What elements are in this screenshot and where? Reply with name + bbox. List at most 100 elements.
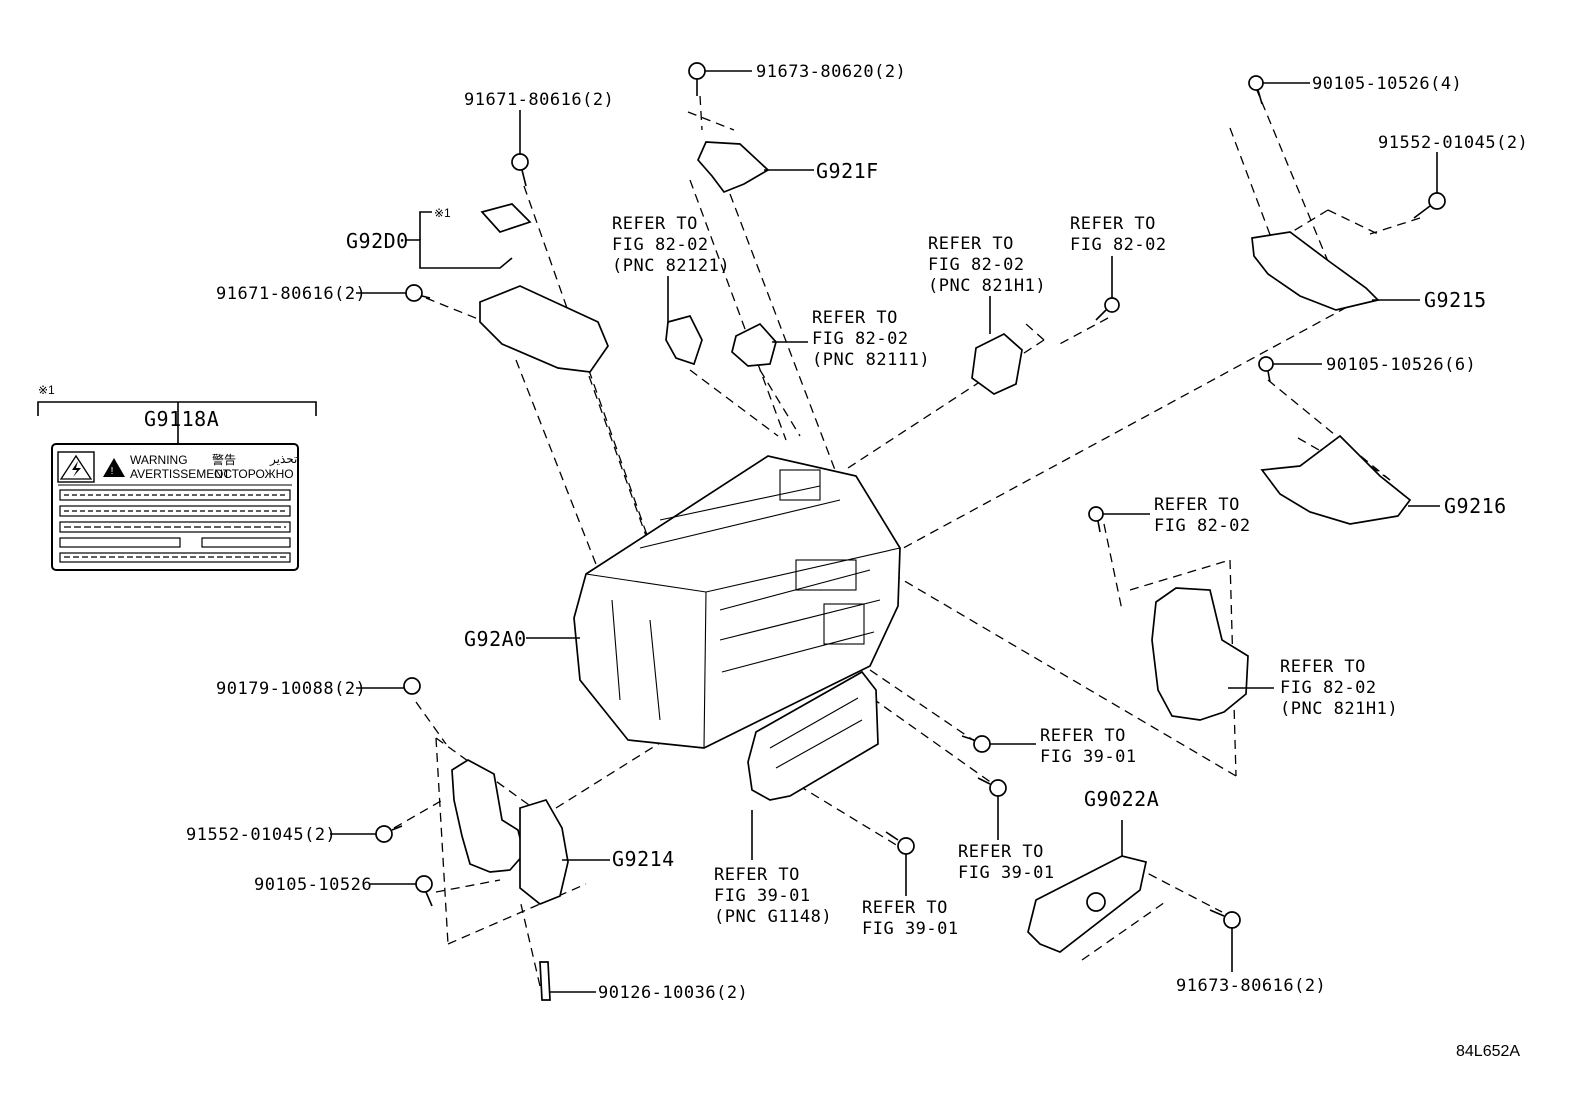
callout-labels: 91671-80616(2) 91673-80620(2) G921F 9010… [186, 62, 1528, 1003]
svg-text:!: ! [111, 466, 114, 477]
bracket-g9214 [451, 759, 525, 873]
callout-g92a0: G92A0 [464, 627, 527, 651]
junction-block-g1148 [747, 670, 879, 801]
callout-line: G92A0 [464, 627, 527, 651]
bracket-g921f [697, 141, 770, 194]
callout-g9215: G9215 [1424, 288, 1487, 312]
callout-line: (PNC G1148) [714, 907, 832, 927]
connector-821h1-top [971, 332, 1023, 395]
warning-triangle-icon [103, 458, 125, 477]
label-panel-code: G9118A [144, 407, 219, 431]
warning-text: WARNING [130, 453, 188, 467]
callout-line: 91552-01045(2) [186, 825, 336, 845]
note-mark: ※1 [38, 383, 55, 397]
callout-line: G921F [816, 159, 879, 183]
callout-line: REFER TO [714, 865, 800, 885]
callout-line: (PNC 82111) [812, 350, 930, 370]
arabic-text: تحذير [269, 452, 297, 466]
callout-line: 91552-01045(2) [1378, 133, 1528, 153]
callout-line: 90105-10526(4) [1312, 74, 1462, 94]
callout-g9214: G9214 [612, 847, 675, 871]
callout-line: FIG 82-02 [928, 255, 1025, 275]
callout-g9216: G9216 [1444, 494, 1507, 518]
callout-line: FIG 82-02 [1280, 678, 1377, 698]
callout-91673-80616-bottom: 91673-80616(2) [1176, 976, 1326, 996]
connector-82121 [665, 314, 703, 366]
callout-line: (PNC 821H1) [928, 276, 1046, 296]
callout-line: REFER TO [612, 214, 698, 234]
callout-line: 91673-80616(2) [1176, 976, 1326, 996]
callout-g921f: G921F [816, 159, 879, 183]
kanji-text: 警告 [212, 452, 236, 467]
callout-line: REFER TO [1070, 214, 1156, 234]
callout-line: 91673-80620(2) [756, 62, 906, 82]
callout-line: 90105-10526(6) [1326, 355, 1476, 375]
avertissement-text: AVERTISSEMENT [130, 467, 231, 481]
callout-g9022a: G9022A [1084, 787, 1159, 811]
callout-line: REFER TO [1154, 495, 1240, 515]
inverter-assembly-g92a0 [573, 455, 901, 749]
callout-line: 91671-80616(2) [464, 90, 614, 110]
bracket-g9216 [1260, 434, 1412, 525]
callout-line: FIG 39-01 [958, 863, 1055, 883]
callout-90105-10526: 90105-10526 [254, 875, 372, 895]
cover-g92d0 [479, 285, 609, 373]
callout-note-1: ※1 [434, 206, 451, 220]
callout-line: FIG 39-01 [862, 919, 959, 939]
callout-90105-10526-6: 90105-10526(6) [1326, 355, 1476, 375]
callout-g92d0: G92D0 [346, 229, 409, 253]
label-sticker [480, 203, 532, 233]
callout-line: (PNC 821H1) [1280, 699, 1398, 719]
connector-82111 [731, 322, 777, 367]
callout-line: REFER TO [862, 898, 948, 918]
callout-line: REFER TO [928, 234, 1014, 254]
module-821h1 [1151, 587, 1249, 721]
callout-line: 90179-10088(2) [216, 679, 366, 699]
leader-lines [330, 70, 1440, 993]
callout-line: REFER TO [958, 842, 1044, 862]
bracket-g9214-rear [519, 798, 569, 905]
cover-port [1086, 892, 1106, 912]
callout-line: FIG 82-02 [1154, 516, 1251, 536]
callout-91673-80620: 91673-80620(2) [756, 62, 906, 82]
callout-line: 90126-10036(2) [598, 983, 748, 1003]
callout-line: 91671-80616(2) [216, 284, 366, 304]
callout-line: G9215 [1424, 288, 1487, 312]
callout-91552-01045-left: 91552-01045(2) [186, 825, 336, 845]
callout-line: FIG 82-02 [812, 329, 909, 349]
callout-91671-80616-left: 91671-80616(2) [216, 284, 366, 304]
callout-line: 90105-10526 [254, 875, 372, 895]
callout-90105-10526-4: 90105-10526(4) [1312, 74, 1462, 94]
callout-91552-01045-right: 91552-01045(2) [1378, 133, 1528, 153]
callout-line: FIG 82-02 [1070, 235, 1167, 255]
callout-line: ※1 [434, 206, 451, 220]
bracket-g9215 [1251, 231, 1380, 311]
callout-line: G9214 [612, 847, 675, 871]
callout-90126-10036: 90126-10036(2) [598, 983, 748, 1003]
callout-line: REFER TO [1040, 726, 1126, 746]
figure-id: 84L652A [1456, 1043, 1520, 1060]
callout-91671-80616-top: 91671-80616(2) [464, 90, 614, 110]
callout-line: FIG 82-02 [612, 235, 709, 255]
callout-line: FIG 39-01 [714, 886, 811, 906]
callout-line: G9022A [1084, 787, 1159, 811]
callout-90179-10088: 90179-10088(2) [216, 679, 366, 699]
callout-line: REFER TO [1280, 657, 1366, 677]
callout-line: G9216 [1444, 494, 1507, 518]
lightning-icon [57, 451, 95, 483]
callout-line: (PNC 82121) [612, 256, 730, 276]
callout-line: G92D0 [346, 229, 409, 253]
callout-line: REFER TO [812, 308, 898, 328]
russian-text: ОСТОРОЖНО [214, 467, 294, 481]
